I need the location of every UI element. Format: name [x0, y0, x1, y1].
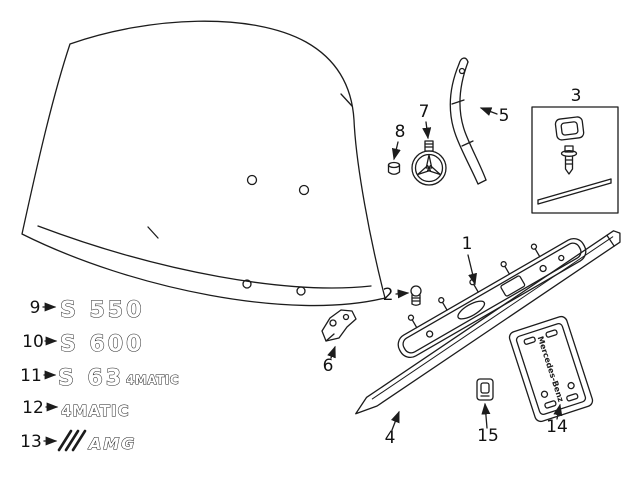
callout-13: 13 — [20, 432, 58, 452]
callout-3: 3 — [571, 86, 582, 106]
emblem-amg-badge: AMG — [87, 434, 136, 453]
part-2-bolt — [410, 285, 422, 306]
callout-1-number: 1 — [462, 234, 473, 254]
push-rivet — [560, 145, 578, 175]
callout-6-number: 6 — [323, 356, 334, 376]
callout-8-arrow — [391, 141, 401, 161]
clip-grommet — [554, 116, 585, 141]
callout-9: 9 — [30, 298, 57, 318]
callout-7-number: 7 — [419, 102, 430, 122]
part-4-lower-molding — [355, 230, 621, 415]
mounting-studs — [407, 243, 541, 329]
callout-14: 14 — [546, 403, 568, 437]
adhesive-strip — [537, 178, 612, 205]
license-plate-brand-text: Mercedes-Benz — [536, 335, 566, 403]
callout-14-number: 14 — [546, 417, 568, 437]
callout-5-arrow — [479, 107, 498, 116]
callout-3-number: 3 — [571, 86, 582, 106]
callout-5-number: 5 — [499, 106, 510, 126]
emblem-s63-4matic-badge: 4MATIC — [126, 373, 179, 387]
callout-10-number: 10 — [22, 332, 44, 352]
callout-7: 7 — [419, 102, 432, 140]
callout-1-arrow — [467, 254, 477, 286]
part-5-stay — [449, 57, 487, 185]
callout-15-number: 15 — [477, 426, 499, 446]
callout-11: 11 — [20, 366, 57, 386]
callout-9-number: 9 — [30, 298, 41, 318]
callout-1: 1 — [462, 234, 477, 286]
part-14-license-plate-bracket: Mercedes-Benz — [508, 315, 594, 423]
callout-7-arrow — [422, 121, 432, 140]
callout-6-arrow — [327, 345, 336, 359]
callout-8-number: 8 — [395, 122, 406, 142]
callout-2-arrow — [395, 289, 410, 299]
callout-13-number: 13 — [20, 432, 42, 452]
part-7-star-emblem — [411, 140, 447, 186]
part-8-grommet — [387, 161, 401, 175]
emblem-s63-badge: S 63 — [58, 366, 124, 391]
mercedes-star-icon — [417, 154, 441, 176]
part-6-bracket — [321, 309, 357, 342]
callout-2-number: 2 — [383, 285, 394, 305]
trunk-lid-drawing — [21, 20, 386, 307]
callout-4: 4 — [385, 410, 400, 448]
callout-14-arrow — [553, 403, 563, 420]
part-1-trim-molding — [397, 237, 587, 359]
callout-4-number: 4 — [385, 428, 396, 448]
callout-11-number: 11 — [20, 366, 42, 386]
part-3-hardware-kit — [531, 106, 619, 214]
callout-10: 10 — [22, 332, 58, 352]
callout-12: 12 — [22, 398, 59, 418]
callout-6: 6 — [323, 345, 336, 376]
emblem-s600-badge: S 600 — [60, 332, 144, 357]
callout-15: 15 — [477, 402, 499, 446]
part-15-clip — [476, 378, 494, 401]
callout-2: 2 — [383, 285, 410, 305]
callout-4-arrow — [390, 410, 400, 431]
emblem-4matic-badge: 4MATIC — [61, 402, 130, 420]
callout-5: 5 — [479, 106, 510, 126]
callout-15-arrow — [481, 402, 491, 429]
callout-12-number: 12 — [22, 398, 44, 418]
callout-8: 8 — [391, 122, 406, 161]
amg-slashes-icon — [57, 429, 87, 452]
emblem-s550-badge: S 550 — [60, 298, 144, 323]
